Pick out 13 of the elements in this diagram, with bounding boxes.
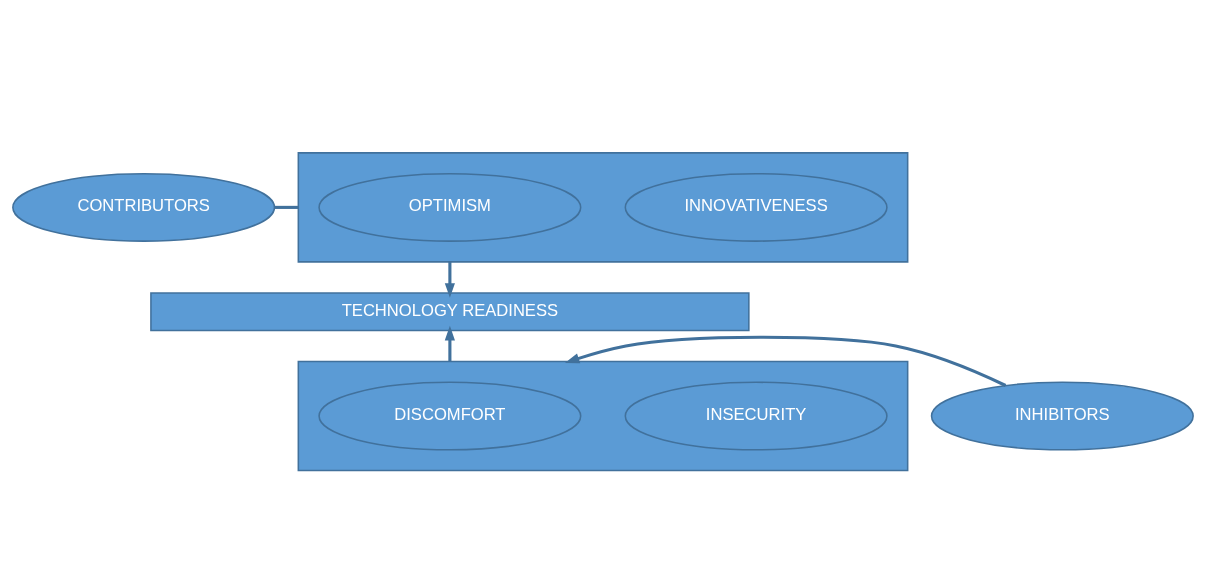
node-ellipse: DISCOMFORT xyxy=(318,381,582,451)
arrow xyxy=(444,261,455,298)
cluster xyxy=(297,152,909,263)
cluster xyxy=(297,360,909,472)
node-ellipse: INNOVATIVENESS xyxy=(624,172,888,242)
arrow xyxy=(444,325,455,362)
node-ellipse: CONTRIBUTORS xyxy=(12,172,276,242)
node-ellipse: OPTIMISM xyxy=(318,172,582,242)
arrow xyxy=(564,335,1007,387)
node-ellipse: INHIBITORS xyxy=(930,381,1194,451)
node-ellipse: INSECURITY xyxy=(624,381,888,451)
node-box: TECHNOLOGY READINESS xyxy=(150,292,750,332)
connector xyxy=(274,205,299,209)
